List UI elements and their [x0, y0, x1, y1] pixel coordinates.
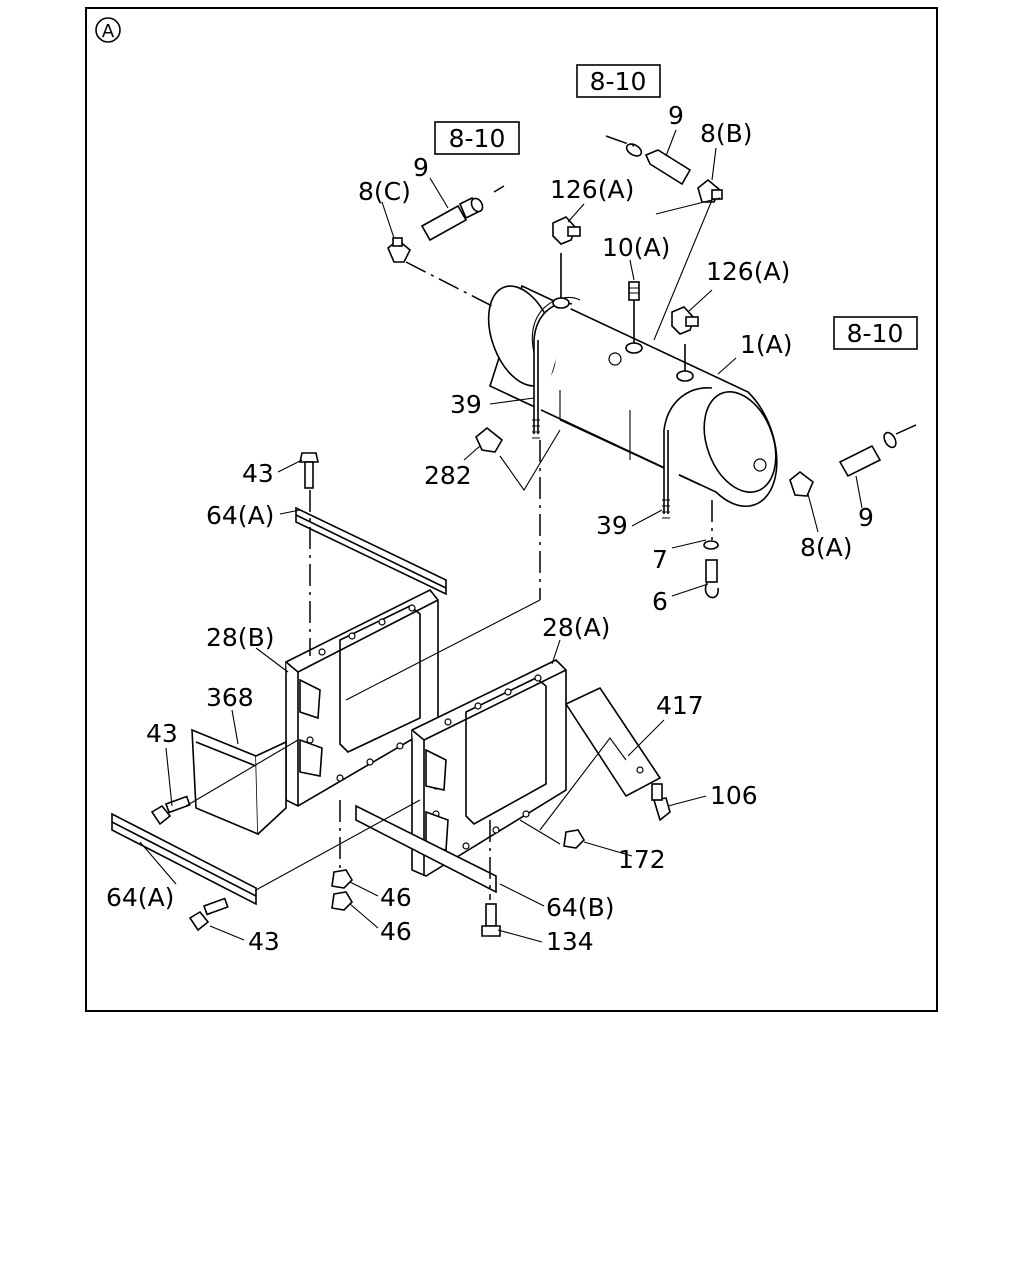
reference-box-right[interactable]: 8-10	[833, 316, 918, 350]
reference-box-label: 8-10	[590, 67, 647, 96]
strap-thread-right	[662, 499, 670, 519]
strap-thread-left	[532, 419, 540, 439]
reference-box-label: 8-10	[449, 124, 506, 153]
part-label[interactable]: 39	[450, 390, 482, 419]
nut-46-upper	[331, 869, 354, 889]
part-label[interactable]: 134	[546, 927, 594, 956]
bolt-43-left	[150, 795, 191, 826]
part-label[interactable]: 172	[618, 845, 666, 874]
part-label[interactable]: 43	[248, 927, 280, 956]
reference-box-top-left[interactable]: 8-10	[434, 121, 520, 155]
fitting-8a	[789, 470, 814, 497]
coupler-9-left	[420, 196, 484, 242]
part-label[interactable]: 8(B)	[700, 119, 753, 148]
part-label[interactable]: 126(A)	[706, 257, 790, 286]
diagram-frame	[85, 7, 938, 1012]
part-label[interactable]: 43	[146, 719, 178, 748]
drain-plug-10a	[628, 281, 640, 301]
reference-box-top-center[interactable]: 8-10	[576, 64, 661, 98]
part-label[interactable]: 28(B)	[206, 623, 274, 652]
tank-strap-right	[663, 387, 713, 514]
bracket-28a	[411, 659, 567, 877]
coupler-9-right	[838, 431, 897, 478]
part-label[interactable]: 10(A)	[602, 233, 670, 262]
part-label[interactable]: 8(A)	[800, 533, 853, 562]
part-label[interactable]: 9	[668, 101, 684, 130]
part-label[interactable]: 64(A)	[106, 883, 174, 912]
part-label[interactable]: 9	[858, 503, 874, 532]
bolt-43-bottom	[188, 897, 229, 932]
part-label[interactable]: 1(A)	[740, 330, 793, 359]
rail-64a-lower	[111, 812, 257, 906]
part-label[interactable]: 7	[652, 545, 668, 574]
part-label[interactable]: 64(A)	[206, 501, 274, 530]
part-label[interactable]: 39	[596, 511, 628, 540]
part-label[interactable]: 106	[710, 781, 758, 810]
part-label[interactable]: 282	[424, 461, 472, 490]
part-label[interactable]: 46	[380, 883, 412, 912]
nut-46-lower	[331, 891, 354, 911]
nut-172	[563, 829, 586, 849]
part-label[interactable]: 368	[206, 683, 254, 712]
part-label[interactable]: 417	[656, 691, 704, 720]
air-tank	[487, 284, 778, 508]
part-label[interactable]: 64(B)	[546, 893, 614, 922]
tank-boss-fittings	[552, 253, 694, 382]
part-label[interactable]: 9	[413, 153, 429, 182]
rail-64b	[355, 804, 497, 894]
bolt-43-top	[299, 452, 319, 489]
coupler-9-top	[625, 143, 692, 186]
bracket-28b	[285, 588, 439, 807]
rail-64a-upper	[295, 506, 447, 596]
part-label[interactable]: 126(A)	[550, 175, 634, 204]
bolt-134	[481, 903, 501, 937]
plate-368	[191, 728, 287, 836]
reference-box-label: 8-10	[847, 319, 904, 348]
valve-282	[475, 426, 504, 453]
assembly-lines	[185, 135, 919, 900]
fitting-8b	[697, 178, 723, 203]
fitting-8c	[387, 237, 411, 263]
part-label[interactable]: 43	[242, 459, 274, 488]
leader-lines	[139, 129, 863, 943]
section-marker: A	[95, 17, 121, 43]
section-marker-letter: A	[102, 21, 115, 42]
part-label[interactable]: 6	[652, 587, 668, 616]
part-label[interactable]: 46	[380, 917, 412, 946]
part-labels: 9 8(C) 9 8(B) 126(A) 10(A) 126(A) 1(A) 3…	[106, 101, 874, 956]
drain-valve-6	[703, 540, 719, 599]
part-label[interactable]: 28(A)	[542, 613, 610, 642]
bolt-106	[651, 783, 671, 822]
elbow-fitting-126a-upper	[552, 216, 581, 245]
elbow-fitting-126a-lower	[671, 306, 699, 335]
part-label[interactable]: 8(C)	[358, 177, 411, 206]
